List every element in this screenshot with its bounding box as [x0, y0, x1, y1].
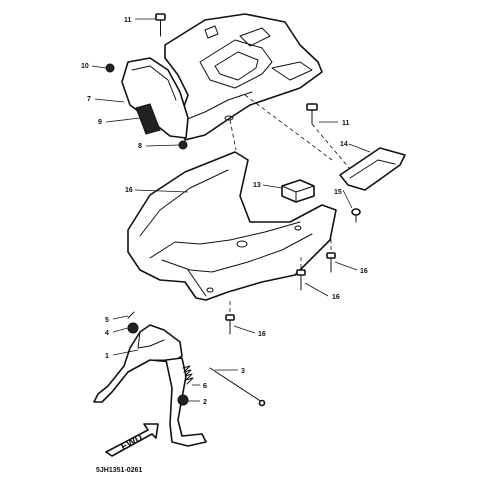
leader-16b [304, 282, 329, 297]
dash-line-1 [229, 119, 237, 151]
callout-10: 10 [81, 63, 89, 70]
bolt-16-c [225, 314, 235, 335]
callout-5: 5 [105, 317, 109, 324]
clip-14 [351, 208, 361, 223]
callout-16: 16 [332, 294, 340, 301]
leader-4 [112, 327, 129, 333]
leader-7 [94, 98, 125, 103]
leader-9 [105, 117, 141, 123]
leader-5 [112, 315, 129, 320]
leader-16a [334, 261, 358, 271]
leader-14 [342, 189, 353, 209]
bolt-16-a [326, 252, 336, 273]
nut-10 [105, 63, 115, 73]
callout-2: 2 [203, 399, 207, 406]
leader-13 [348, 143, 371, 153]
callout-16: 16 [258, 331, 266, 338]
leader-12 [262, 184, 283, 189]
dash-line-2 [244, 94, 333, 161]
bolt-16-b [296, 269, 306, 291]
screw-11-upper [155, 13, 166, 37]
callout-13: 14 [340, 141, 348, 148]
leader-15 [134, 189, 189, 193]
lower-cover [127, 151, 337, 301]
leader-8 [145, 144, 180, 147]
collar-2 [177, 394, 189, 406]
callout-8: 8 [138, 143, 142, 150]
drawing-code: 5JH1351-0261 [96, 467, 142, 474]
spring-6 [182, 365, 194, 385]
screw-11-right [306, 103, 318, 125]
callout-4: 4 [105, 330, 109, 337]
leader-1 [112, 349, 139, 356]
upper-cover [164, 13, 323, 141]
callout-1: 1 [105, 353, 109, 360]
leader-16c [233, 325, 256, 334]
pin-5 [127, 311, 135, 319]
callout-3: 3 [241, 368, 245, 375]
callout-14: 15 [334, 189, 342, 196]
callout-7: 7 [87, 96, 91, 103]
callout-11: 11 [342, 120, 350, 127]
callout-15: 16 [125, 187, 133, 194]
fwd-label: FWD [119, 432, 144, 452]
callout-12: 13 [253, 182, 261, 189]
callout-9: 9 [98, 119, 102, 126]
main-stand [93, 324, 207, 447]
side-panel [121, 57, 189, 139]
fwd-arrow-symbol: FWD [105, 423, 159, 457]
callout-6: 6 [203, 383, 207, 390]
collar-4 [127, 322, 139, 334]
shaft-3 [209, 367, 266, 407]
leader-10 [91, 65, 107, 69]
plate-13 [339, 147, 406, 191]
nut-8 [178, 140, 188, 150]
callout-16: 16 [360, 268, 368, 275]
callout-11: 11 [124, 17, 132, 24]
pad-12 [281, 179, 315, 203]
caution-label [135, 103, 161, 135]
